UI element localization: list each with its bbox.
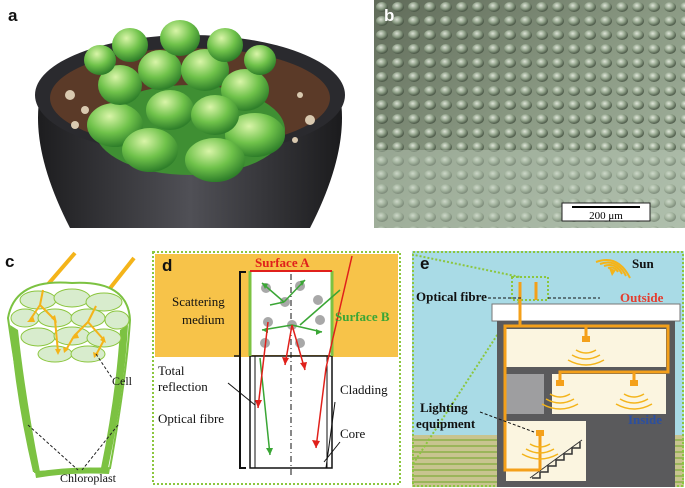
panel-a-photo (0, 0, 370, 228)
panel-d-diagram: Surface A Surface B Scattering medium To… (152, 251, 401, 485)
optical-fibre-label-e: Optical fibre (416, 289, 487, 304)
panel-d: Surface A Surface B Scattering medium To… (152, 250, 402, 486)
total-reflection-line1: Total (158, 363, 185, 378)
cladding-label: Cladding (340, 382, 388, 397)
surface-a-label: Surface A (255, 255, 310, 270)
scattering-medium-line1: Scattering (172, 294, 225, 309)
panel-b: 200 μm b (374, 0, 685, 228)
outside-label: Outside (620, 290, 664, 305)
chloroplast-label: Chloroplast (60, 471, 117, 485)
scale-bar-label: 200 μm (589, 210, 623, 222)
panel-d-letter: d (162, 256, 173, 275)
panel-c: c (0, 248, 150, 488)
panel-c-letter: c (5, 252, 15, 271)
optical-fibre-label: Optical fibre (158, 411, 224, 426)
total-reflection-line2: reflection (158, 379, 208, 394)
panel-a-letter: a (8, 6, 18, 25)
panel-e-letter: e (420, 254, 430, 273)
lighting-equipment-line1: Lighting (420, 400, 468, 415)
scattering-medium-line2: medium (182, 312, 225, 327)
panel-b-letter: b (384, 6, 395, 25)
sun-label: Sun (632, 256, 654, 271)
lighting-equipment-line2: equipment (416, 416, 476, 431)
inside-label: Inside (628, 412, 662, 427)
panel-a: a (0, 0, 370, 228)
panel-c-diagram: Cell Chloroplast (6, 251, 136, 485)
cell-label: Cell (112, 374, 133, 388)
core-label: Core (340, 426, 366, 441)
panel-b-micrograph: 200 μm (374, 0, 685, 228)
panel-e: Sun Optical fibre Outside Inside Lightin… (412, 250, 685, 488)
surface-b-label: Surface B (335, 309, 390, 324)
panel-e-diagram: Sun Optical fibre Outside Inside Lightin… (412, 251, 684, 487)
